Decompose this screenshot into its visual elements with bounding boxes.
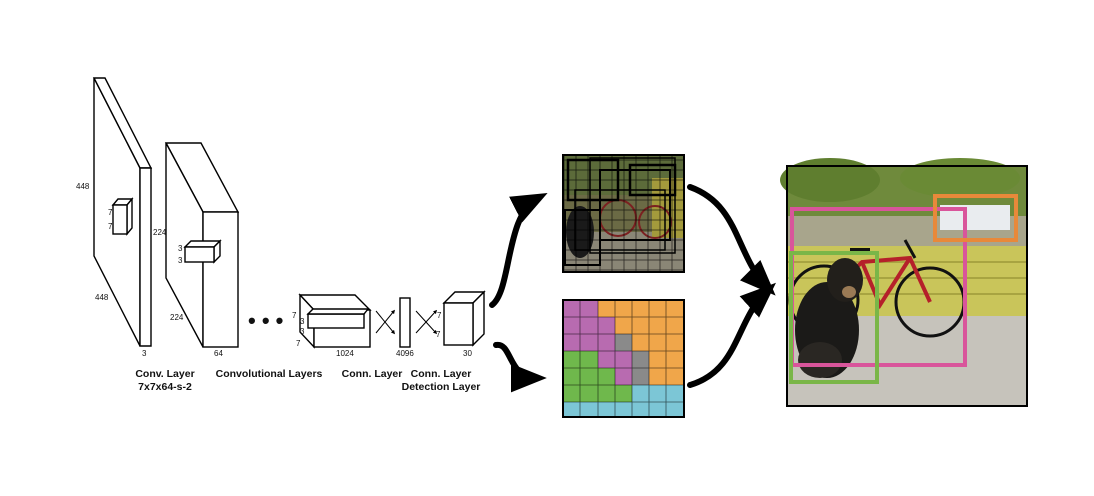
input-size-bottom-label: 448 bbox=[95, 293, 109, 302]
caption-conv-layer-line2: 7x7x64-s-2 bbox=[138, 381, 192, 393]
caption-conv-layer-line1: Conv. Layer bbox=[135, 368, 194, 380]
curved-arrow-icon bbox=[687, 282, 776, 388]
caption-conn-layer-2: Conn. Layer bbox=[411, 368, 472, 380]
block3-k4-label: 7 bbox=[296, 339, 301, 348]
conv1-kernel-b-label: 7 bbox=[108, 222, 113, 231]
final-detections-image bbox=[780, 158, 1028, 407]
det-k1-label: 7 bbox=[437, 311, 442, 320]
caption-detection-layer: Detection Layer bbox=[402, 381, 481, 393]
caption-conn-layer: Conn. Layer bbox=[342, 368, 403, 380]
conv1-kernel-a-label: 7 bbox=[108, 208, 113, 217]
curved-arrow-icon bbox=[489, 193, 548, 308]
ellipsis-dots: • • • bbox=[248, 308, 283, 333]
conv-layer-2-block bbox=[164, 142, 240, 348]
input-channels-label: 3 bbox=[142, 349, 147, 358]
fc-layer-bar bbox=[399, 297, 411, 348]
caption-convolutional-layers: Convolutional Layers bbox=[216, 368, 323, 380]
layer2-kernel-a-label: 3 bbox=[178, 244, 183, 253]
layer2-channels-label: 64 bbox=[214, 349, 223, 358]
layer2-size-label: 224 bbox=[153, 228, 167, 237]
block3-k1-label: 7 bbox=[292, 311, 297, 320]
input-size-label: 448 bbox=[76, 182, 90, 191]
conv-block-3 bbox=[298, 293, 372, 349]
block3-k3-label: 3 bbox=[300, 327, 305, 336]
car-detection-box bbox=[933, 194, 1018, 242]
input-image-slab bbox=[92, 77, 153, 347]
bounding-box-predictions-image bbox=[562, 154, 685, 273]
det-depth-label: 30 bbox=[463, 349, 472, 358]
layer2-kernel-b-label: 3 bbox=[178, 256, 183, 265]
curved-arrow-icon bbox=[493, 341, 547, 393]
dog-detection-box bbox=[789, 251, 879, 384]
block3-depth-label: 1024 bbox=[336, 349, 354, 358]
cross-connection-icon bbox=[375, 309, 396, 335]
fc-size-label: 4096 bbox=[396, 349, 414, 358]
curved-arrow-icon bbox=[687, 184, 776, 296]
layer2-size-bottom-label: 224 bbox=[170, 313, 184, 322]
cross-connection-icon bbox=[415, 309, 438, 335]
class-probability-map bbox=[562, 299, 685, 418]
block3-k2-label: 3 bbox=[300, 317, 305, 326]
detection-output-cube bbox=[442, 290, 486, 347]
det-k2-label: 7 bbox=[436, 330, 441, 339]
